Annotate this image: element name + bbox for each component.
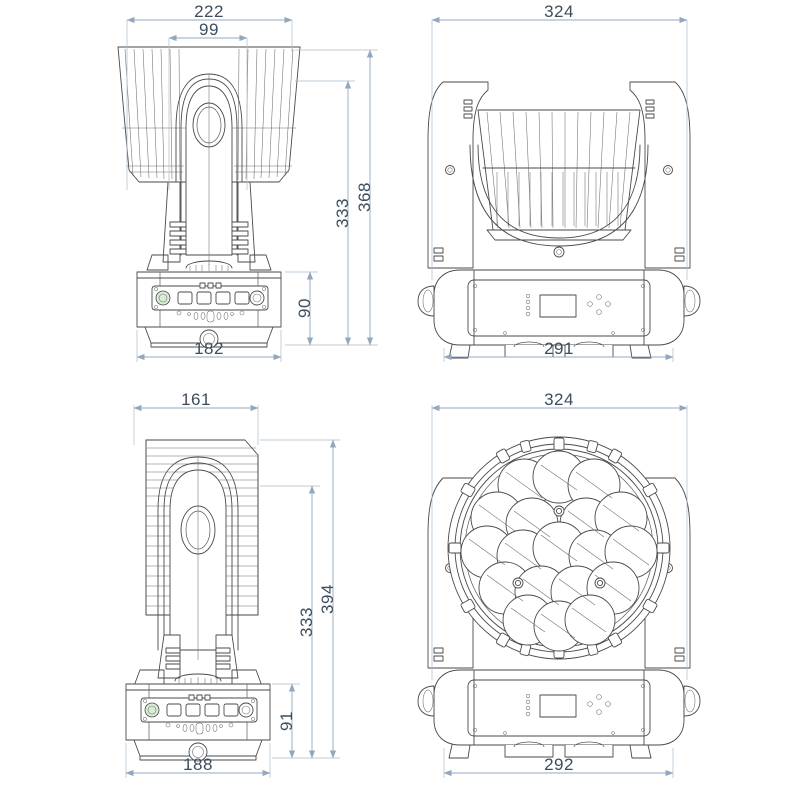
bezel-tabs xyxy=(448,437,670,659)
dimensions-bottom-right: 324 292 xyxy=(431,390,688,778)
base-top-right xyxy=(417,269,701,359)
dim-label-368: 368 xyxy=(355,182,374,212)
head-body-top-left xyxy=(175,73,243,265)
view-bottom-left: 161 394 333 91 188 xyxy=(125,390,340,778)
dim-label-291: 291 xyxy=(544,339,574,358)
dimensions-bottom-left: 161 394 333 91 188 xyxy=(125,390,340,778)
dim-label-333-bl: 333 xyxy=(297,607,316,637)
dim-label-333: 333 xyxy=(333,198,352,228)
dim-label-222: 222 xyxy=(194,2,224,21)
base-top-left xyxy=(136,260,282,349)
dimensions-top-right: 324 291 xyxy=(431,2,688,362)
base-bottom-right xyxy=(417,669,701,759)
dim-label-99: 99 xyxy=(199,20,219,39)
dim-label-188: 188 xyxy=(183,755,213,774)
dim-label-91: 91 xyxy=(277,711,296,731)
view-top-left: 222 99 368 333 90 182 xyxy=(117,2,378,362)
dim-label-292: 292 xyxy=(544,755,574,774)
led-head-front xyxy=(447,436,671,660)
connector-panel-bottom-left xyxy=(140,694,258,735)
view-top-right: 324 291 xyxy=(417,2,701,362)
yoke-arms-top-left xyxy=(146,181,272,271)
lcd-display-bottom-right xyxy=(539,694,577,718)
base-bottom-left xyxy=(125,673,271,762)
head-body-bottom-left xyxy=(157,456,239,660)
view-bottom-right: 324 292 xyxy=(417,390,701,778)
dim-label-182: 182 xyxy=(194,339,224,358)
dim-label-161: 161 xyxy=(181,390,211,409)
connector-panel-top-left xyxy=(151,282,269,323)
dimensions-top-left: 222 99 368 333 90 182 xyxy=(126,2,378,362)
yoke-arms-top-right xyxy=(427,81,691,269)
yoke-arms-bottom-left xyxy=(133,634,263,687)
dim-label-324-top: 324 xyxy=(544,2,574,21)
dim-label-90: 90 xyxy=(295,298,314,318)
dim-label-324-bottom: 324 xyxy=(544,390,574,409)
led-lens-array xyxy=(460,450,658,652)
lcd-display-top-right xyxy=(539,294,577,318)
dim-label-394: 394 xyxy=(318,584,337,614)
head-heatsink-top-right xyxy=(477,109,641,241)
